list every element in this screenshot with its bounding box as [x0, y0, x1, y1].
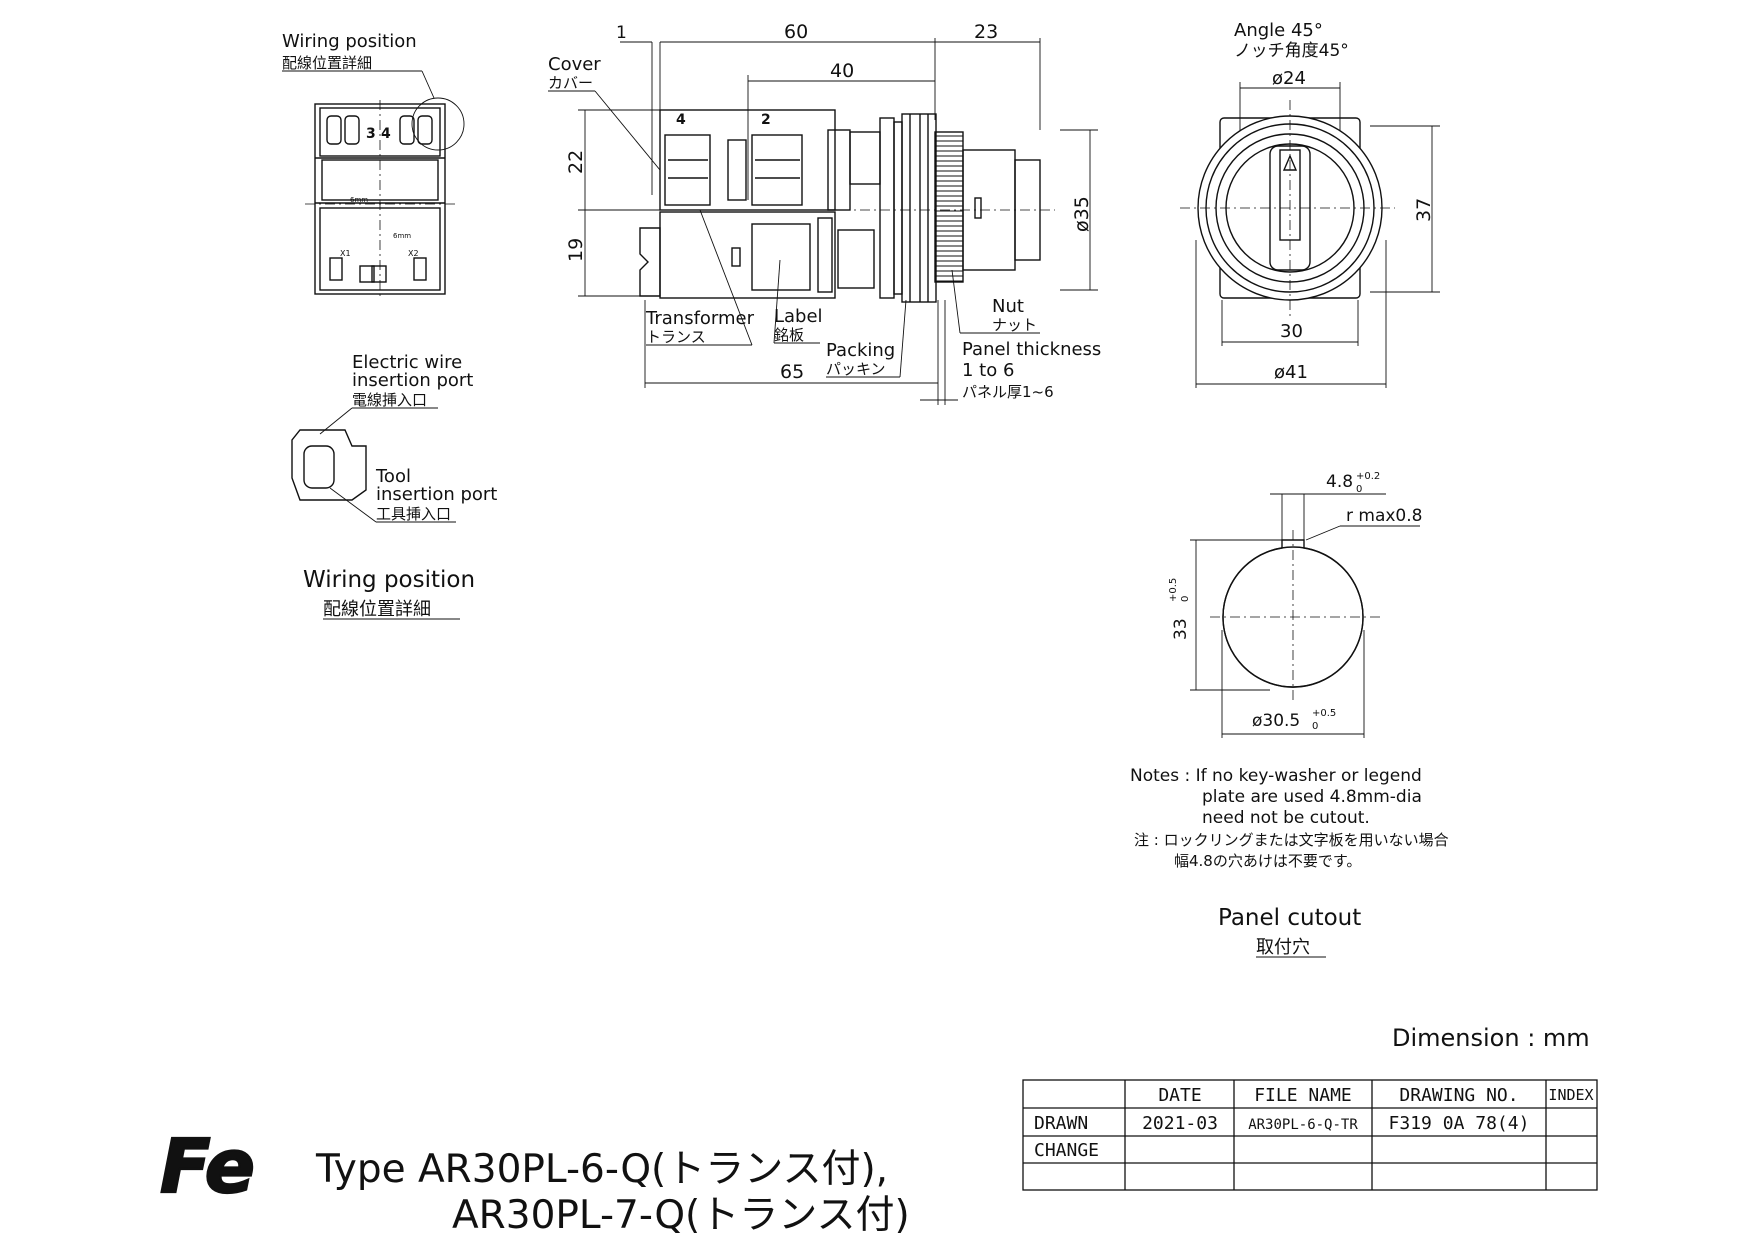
cover-label-jp: カバー	[548, 74, 593, 92]
dim-23: 23	[974, 21, 998, 43]
wiring-label-6mm-b: 6mm	[393, 232, 411, 240]
side-view: 1 60 23 40 22 19 Cover カバー 4 2	[548, 21, 1101, 405]
cutout-dim-48-tol-up: +0.2	[1356, 471, 1380, 482]
table-header-drawing-no: DRAWING NO.	[1399, 1085, 1518, 1106]
panel-label-en-2: 1 to 6	[962, 360, 1014, 381]
cutout-dim-33: 33	[1171, 618, 1191, 640]
cutout-dim-305: ø30.5	[1252, 711, 1300, 731]
dim-40: 40	[830, 60, 854, 82]
fe-logo: Fe	[159, 1123, 256, 1211]
notes-jp-2: 幅4.8の穴あけは不要です。	[1174, 852, 1361, 870]
port-electric-wire-en-2: insertion port	[352, 370, 473, 391]
port-electric-wire-en-1: Electric wire	[352, 352, 462, 373]
table-row-drawn-label: DRAWN	[1034, 1113, 1088, 1134]
fe-logo-text: Fe	[160, 1124, 255, 1210]
nut-label-en: Nut	[992, 296, 1024, 317]
cover-label-en: Cover	[548, 54, 601, 75]
port-tool-en-1: Tool	[375, 466, 411, 487]
notes-en-2: plate are used 4.8mm-dia	[1202, 787, 1422, 807]
label-label-jp: 銘板	[774, 326, 804, 344]
cutout-caption-en: Panel cutout	[1218, 905, 1361, 931]
packing-label-jp: パッキン	[826, 360, 886, 378]
transformer-label-jp: トランス	[646, 328, 706, 346]
angle-label-jp: ノッチ角度45°	[1234, 41, 1349, 61]
dimension-unit-label: Dimension : mm	[1392, 1024, 1590, 1052]
packing-label-en: Packing	[826, 340, 895, 361]
dim-41: ø41	[1274, 362, 1308, 383]
wiring-detail-title-jp: 配線位置詳細	[282, 54, 372, 72]
wiring-caption-jp: 配線位置詳細	[323, 599, 431, 620]
side-terminal-4: 4	[676, 112, 686, 128]
title-block-table: DATE FILE NAME DRAWING NO. INDEX DRAWN 2…	[1022, 1079, 1598, 1191]
table-row-drawn-drawing-no: F319 0A 78(4)	[1389, 1113, 1530, 1134]
cutout-dim-48: 4.8	[1326, 472, 1353, 492]
notes-block: Notes : If no key-washer or legend plate…	[1130, 766, 1449, 870]
nut-knurl	[935, 135, 963, 282]
port-tool-en-2: insertion port	[376, 484, 497, 505]
dim-19: 19	[565, 238, 587, 262]
dim-22: 22	[565, 150, 587, 174]
side-terminal-2: 2	[761, 112, 771, 128]
wiring-terminal-x2: X2	[408, 249, 419, 258]
cutout-dim-305-tol-up: +0.5	[1312, 708, 1336, 719]
label-label-en: Label	[774, 306, 823, 327]
wiring-caption-en: Wiring position	[303, 567, 475, 593]
transformer-label-en: Transformer	[645, 308, 755, 329]
cutout-dim-48-tol-lo: 0	[1356, 484, 1362, 495]
notes-jp-1: 注 : ロックリングまたは文字板を用いない場合	[1134, 831, 1449, 849]
wiring-caption: Wiring position 配線位置詳細	[303, 567, 475, 620]
panel-label-jp: パネル厚1~6	[962, 383, 1054, 401]
nut-label-jp: ナット	[992, 316, 1037, 334]
cutout-dim-305-tol-lo: 0	[1312, 721, 1318, 732]
cutout-dim-33-tol-lo: 0	[1180, 596, 1191, 602]
notes-en-1: Notes : If no key-washer or legend	[1130, 766, 1422, 786]
wiring-detail-view: Wiring position 配線位置詳細 3 4 6mm 6mm X1 X2	[282, 31, 465, 300]
cutout-caption-jp: 取付穴	[1256, 937, 1310, 958]
dim-30: 30	[1280, 321, 1303, 342]
port-electric-wire-jp: 電線挿入口	[352, 391, 427, 409]
product-type-line-2: AR30PL-7-Q(トランス付)	[452, 1193, 910, 1238]
table-header-index: INDEX	[1548, 1086, 1593, 1104]
cutout-dim-33-tol-up: +0.5	[1168, 578, 1179, 602]
dim-65: 65	[780, 361, 804, 383]
wiring-terminal-x1: X1	[340, 249, 351, 258]
dim-35: ø35	[1071, 196, 1093, 232]
table-row-change-label: CHANGE	[1034, 1140, 1099, 1161]
dim-60: 60	[784, 21, 808, 43]
wiring-label-6mm-a: 6mm	[350, 196, 368, 204]
table-row-drawn-date: 2021-03	[1142, 1113, 1218, 1134]
wiring-detail-title-en: Wiring position	[282, 31, 417, 52]
front-view: Angle 45° ノッチ角度45° ø24 37 30 ø41	[1180, 20, 1440, 388]
port-detail-view: Electric wire insertion port 電線挿入口 Tool …	[291, 352, 497, 523]
product-type-line-1: Type AR30PL-6-Q(トランス付),	[315, 1147, 888, 1192]
notes-en-3: need not be cutout.	[1202, 808, 1370, 828]
port-tool-jp: 工具挿入口	[376, 505, 451, 523]
angle-label-en: Angle 45°	[1234, 20, 1323, 41]
wiring-terminal-3: 3	[366, 126, 376, 142]
panel-cutout-view: 4.8 +0.2 0 r max0.8 33 +0.5 0 ø30.5 +0.5…	[1168, 471, 1422, 958]
table-header-date: DATE	[1158, 1085, 1201, 1106]
dim-37: 37	[1413, 198, 1435, 222]
table-header-file-name: FILE NAME	[1254, 1085, 1352, 1106]
wiring-terminal-4: 4	[381, 126, 391, 142]
table-row-drawn-file-name: AR30PL-6-Q-TR	[1248, 1117, 1358, 1133]
dim-1: 1	[616, 23, 627, 43]
panel-label-en-1: Panel thickness	[962, 339, 1101, 360]
cutout-r-max: r max0.8	[1346, 506, 1422, 526]
dim-24: ø24	[1272, 68, 1306, 89]
